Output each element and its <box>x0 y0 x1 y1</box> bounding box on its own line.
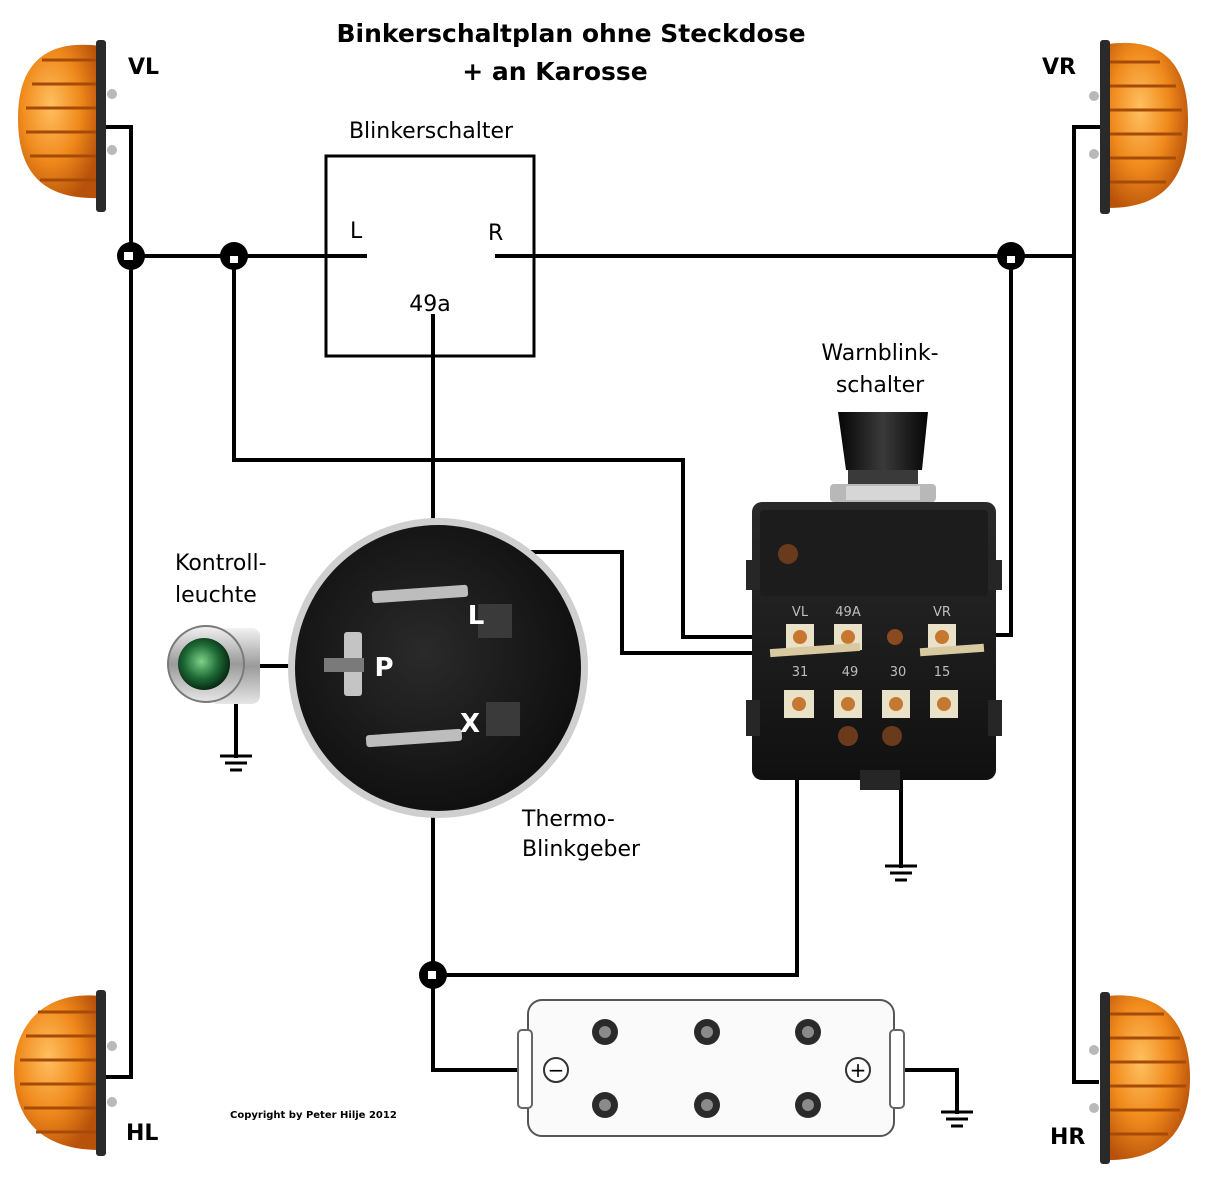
flasher-pin-x: X <box>460 709 480 739</box>
hazard-vl-wire <box>232 254 802 639</box>
lamp-lens <box>14 995 100 1150</box>
hazard-label-30: 30 <box>890 665 907 680</box>
lamp-lens <box>18 44 100 199</box>
hazard-label-vr: VR <box>933 605 951 620</box>
hazard-label-vl: VL <box>792 605 809 620</box>
lamp-housing <box>1100 40 1110 214</box>
turn-switch-pin-l: L <box>350 219 363 244</box>
lamp-lens <box>1108 42 1188 209</box>
hazard-label-15: 15 <box>934 665 951 680</box>
hazard-terminal <box>882 690 910 718</box>
battery: − + <box>517 999 905 1137</box>
hazard-label-49: 49 <box>842 665 859 680</box>
copyright-text: Copyright by Peter Hilje 2012 <box>230 1110 397 1121</box>
lamp-front-right: VR <box>1042 40 1188 214</box>
flasher-pin-l: L <box>468 601 485 631</box>
hazard-terminal <box>928 624 956 650</box>
indicator-title-1: Kontroll- <box>175 551 267 576</box>
diagram-title: Binkerschaltplan ohne Steckdose <box>336 19 805 48</box>
hazard-knob <box>838 412 928 470</box>
turn-switch-box <box>324 154 536 358</box>
battery-plus-terminal <box>845 1057 871 1083</box>
flasher-x-wire <box>431 734 558 1072</box>
hazard-30-wire <box>431 703 799 977</box>
lamp-label-vl: VL <box>128 55 159 80</box>
lamp-label-hr: HR <box>1050 1125 1085 1150</box>
turn-signal-switch: Blinkerschalter L R 49a <box>324 119 536 358</box>
lamp-housing <box>1100 992 1110 1164</box>
right-lamps-wire <box>1072 125 1103 1084</box>
junction-node <box>220 242 248 270</box>
hazard-switch: Warnblink- schalter VL 49A VR <box>746 341 1002 790</box>
flasher-terminal-x <box>365 728 463 748</box>
indicator-lens <box>178 638 230 690</box>
battery-plus-label: + <box>850 1058 867 1082</box>
hazard-label-49a: 49A <box>835 605 861 620</box>
hazard-terminal <box>834 690 862 718</box>
lamp-housing <box>96 40 106 212</box>
junction-node <box>419 961 447 989</box>
lamp-label-vr: VR <box>1042 55 1076 80</box>
battery-minus-terminal <box>543 1057 569 1083</box>
battery-minus-label: − <box>548 1058 565 1082</box>
diagram-subtitle: + an Karosse <box>462 57 648 86</box>
hazard-terminal <box>786 624 814 650</box>
hazard-terminal <box>887 629 903 645</box>
flasher-title-2: Blinkgeber <box>522 837 641 862</box>
left-lamps-wire <box>103 125 133 1079</box>
turn-switch-pin-49a: 49a <box>409 292 450 317</box>
battery-cell-caps <box>592 1019 821 1118</box>
indicator-title-2: leuchte <box>175 583 257 608</box>
ground-icon <box>941 1110 973 1128</box>
hazard-screw <box>778 544 798 564</box>
hazard-label-31: 31 <box>792 665 809 680</box>
lamp-rear-right: HR <box>1050 992 1190 1164</box>
lamp-front-left: VL <box>18 40 159 212</box>
flasher-title-1: Thermo- <box>521 807 615 832</box>
lamp-housing <box>96 990 106 1156</box>
ground-icon <box>220 754 252 772</box>
hazard-terminal <box>784 690 814 718</box>
hazard-switch-title-2: schalter <box>836 373 925 398</box>
indicator-lamp: Kontroll- leuchte <box>167 551 267 704</box>
ground-icon <box>885 864 917 882</box>
flasher-terminal-l <box>371 584 469 604</box>
hazard-terminal <box>930 690 958 718</box>
hazard-switch-title-1: Warnblink- <box>821 341 938 366</box>
turn-switch-pin-r: R <box>488 221 503 246</box>
thermo-flasher: L P X Thermo- Blinkgeber <box>288 518 641 862</box>
wires <box>103 125 1103 1114</box>
turn-switch-title: Blinkerschalter <box>349 119 514 144</box>
lamp-label-hl: HL <box>126 1121 158 1146</box>
junction-node <box>117 242 145 270</box>
flasher-pin-p: P <box>374 653 393 683</box>
lamp-rear-left: HL <box>14 990 158 1156</box>
junction-node <box>997 242 1025 270</box>
